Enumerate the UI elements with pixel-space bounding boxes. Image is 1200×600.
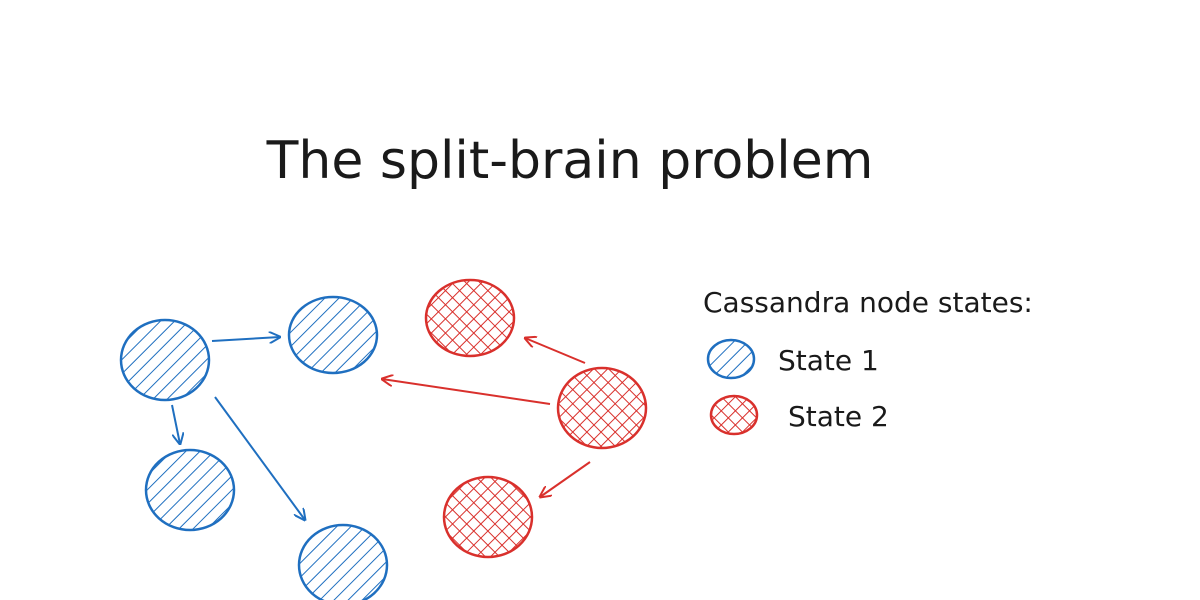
state2-cluster <box>382 278 648 559</box>
legend-state2-swatch <box>709 394 759 436</box>
state1-node-d <box>297 523 389 600</box>
state1-cluster <box>119 295 389 600</box>
state2-node-b <box>556 366 648 450</box>
state2-arrow-b-a <box>525 338 586 364</box>
state2-node-a <box>424 278 516 358</box>
diagram-title: The split-brain problem <box>266 131 874 191</box>
state1-node-b <box>287 295 379 375</box>
legend: Cassandra node states: State 1 State 2 <box>703 286 1033 436</box>
legend-state1-swatch <box>706 338 756 380</box>
state2-arrow-b-c <box>540 461 591 497</box>
state2-arrow-b-state1 <box>382 379 551 405</box>
state1-arrow-a-d <box>214 396 305 520</box>
state1-node-c <box>144 448 236 532</box>
legend-state1-label: State 1 <box>778 344 879 377</box>
state2-node-c <box>442 475 534 559</box>
legend-state2-label: State 2 <box>788 400 889 433</box>
state1-node-a <box>119 318 211 402</box>
state1-arrow-a-b <box>211 337 280 341</box>
state1-arrow-a-c <box>171 404 180 444</box>
legend-heading: Cassandra node states: <box>703 286 1033 319</box>
